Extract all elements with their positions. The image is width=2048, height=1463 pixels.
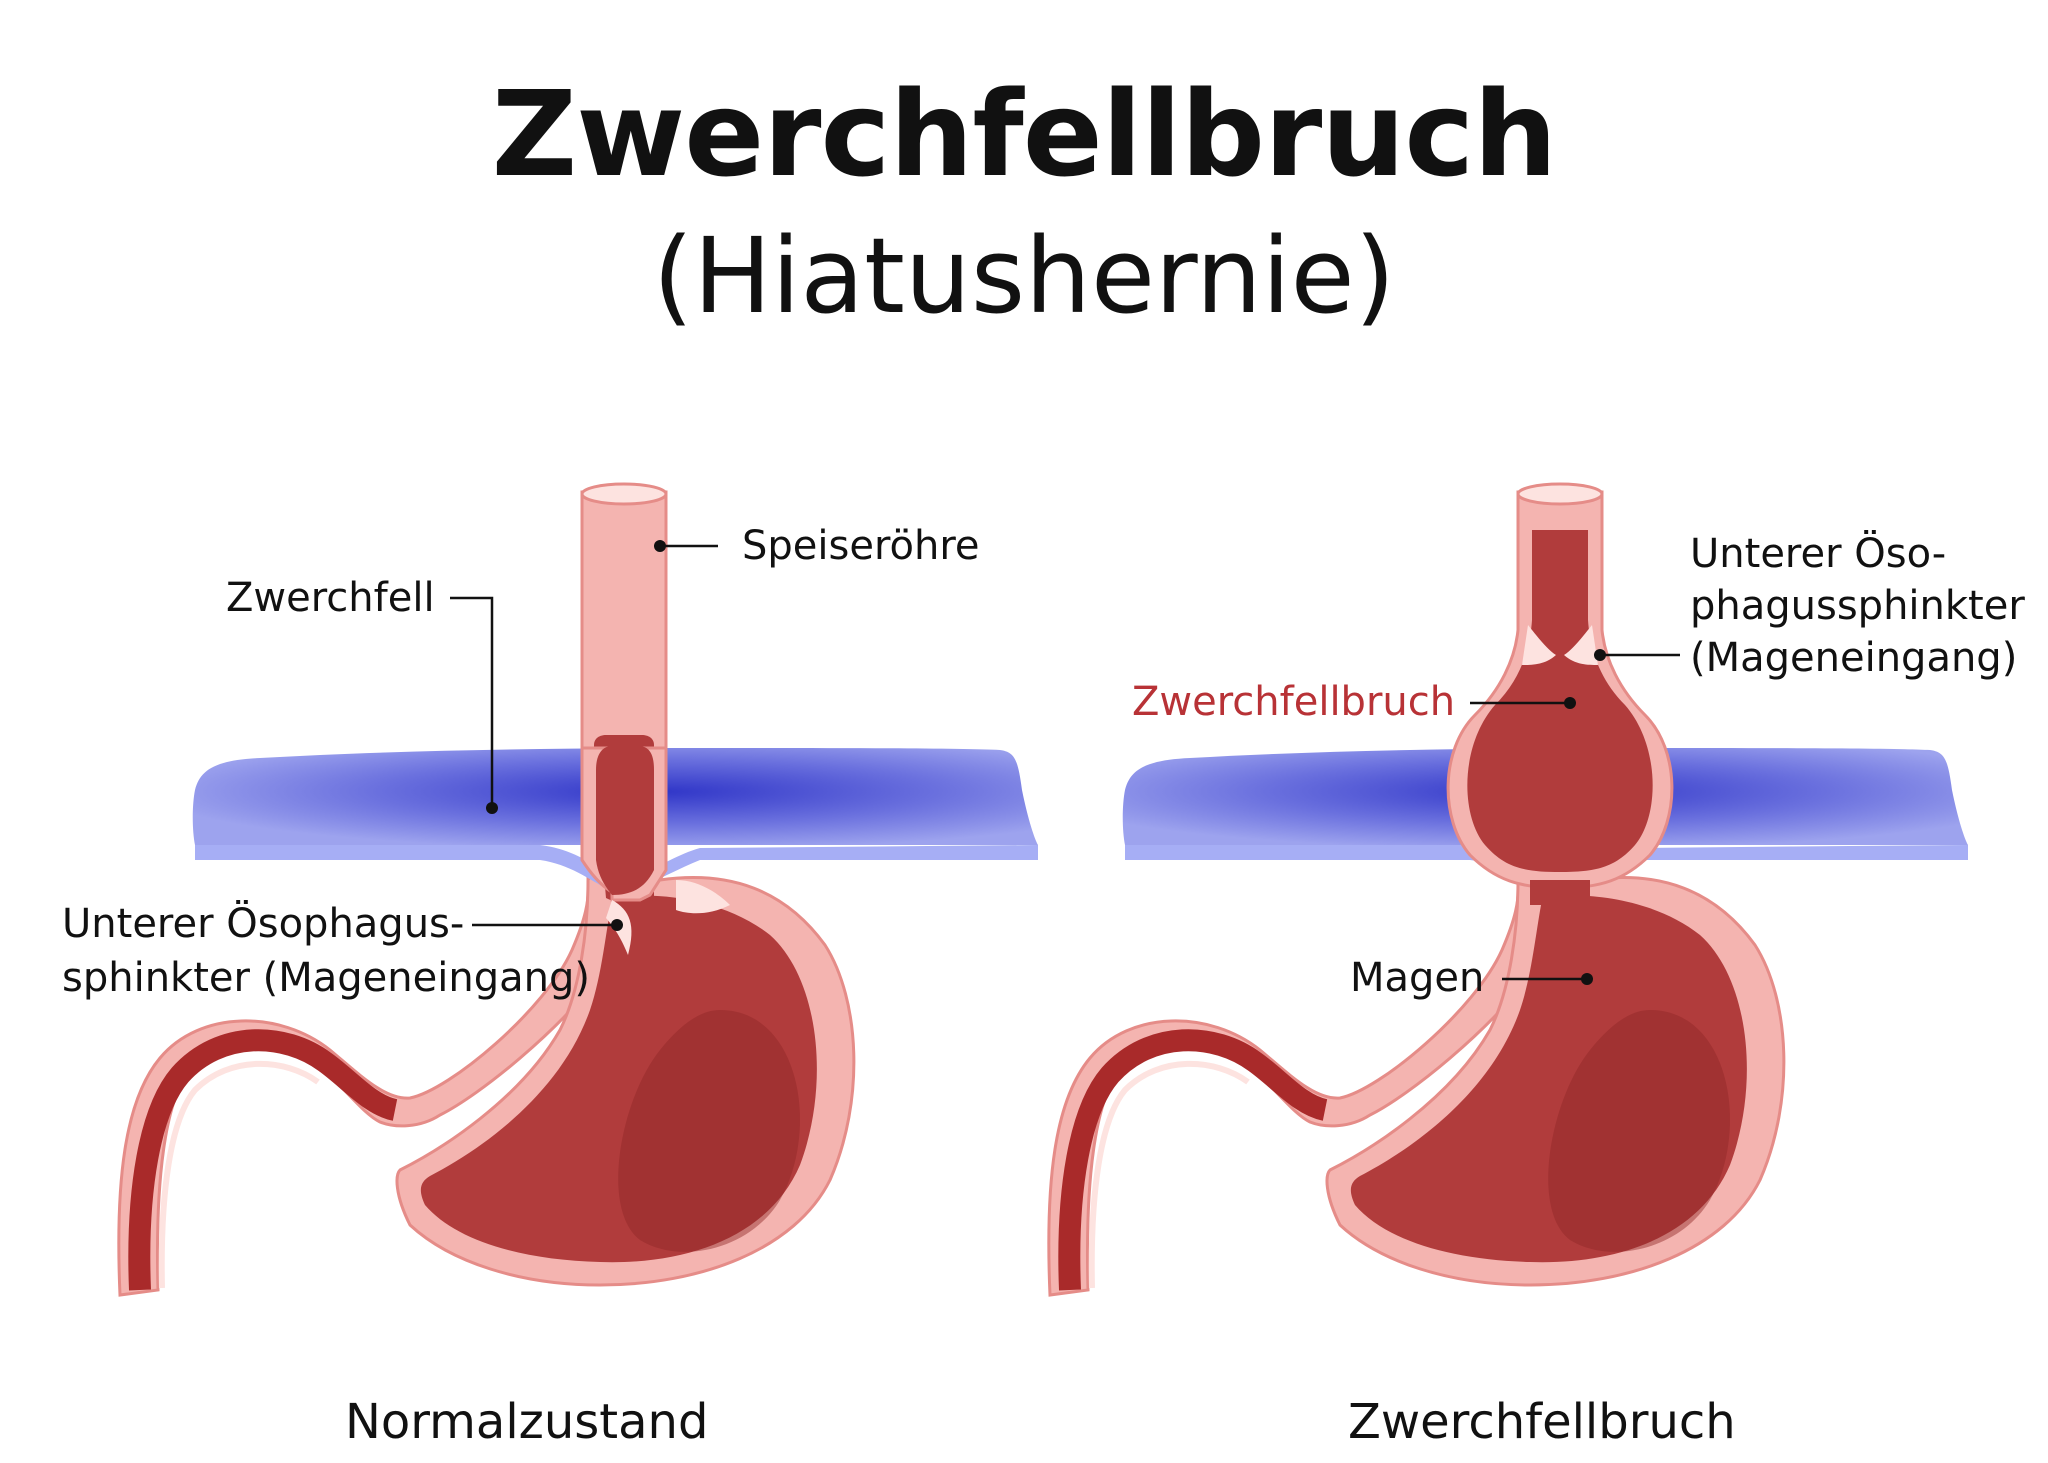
label-sphincter-left-line2: sphinkter (Mageneingang) bbox=[62, 955, 590, 1001]
leader-dots bbox=[486, 540, 1606, 985]
normal-diagram bbox=[117, 482, 1038, 1297]
label-sphincter-right-line2: phagussphinkter bbox=[1690, 583, 2025, 629]
label-speiseroehre: Speiseröhre bbox=[742, 523, 980, 569]
leader-zwerchfell bbox=[450, 596, 494, 806]
caption-hernia: Zwerchfellbruch bbox=[1348, 1394, 1736, 1450]
label-zwerchfell: Zwerchfell bbox=[226, 575, 435, 621]
title: Zwerchfellbruch bbox=[491, 65, 1558, 203]
label-magen: Magen bbox=[1350, 955, 1485, 1001]
label-sphincter-right-line3: (Mageneingang) bbox=[1690, 635, 2018, 681]
caption-normal: Normalzustand bbox=[345, 1394, 709, 1450]
leader-lines bbox=[450, 544, 1680, 981]
label-hernia: Zwerchfellbruch bbox=[1132, 679, 1456, 725]
label-sphincter-left-line1: Unterer Ösophagus- bbox=[62, 901, 465, 947]
hernia-diagram bbox=[1047, 482, 1968, 1297]
label-sphincter-right-line1: Unterer Öso- bbox=[1690, 531, 1947, 577]
subtitle: (Hiatushernie) bbox=[652, 215, 1396, 337]
